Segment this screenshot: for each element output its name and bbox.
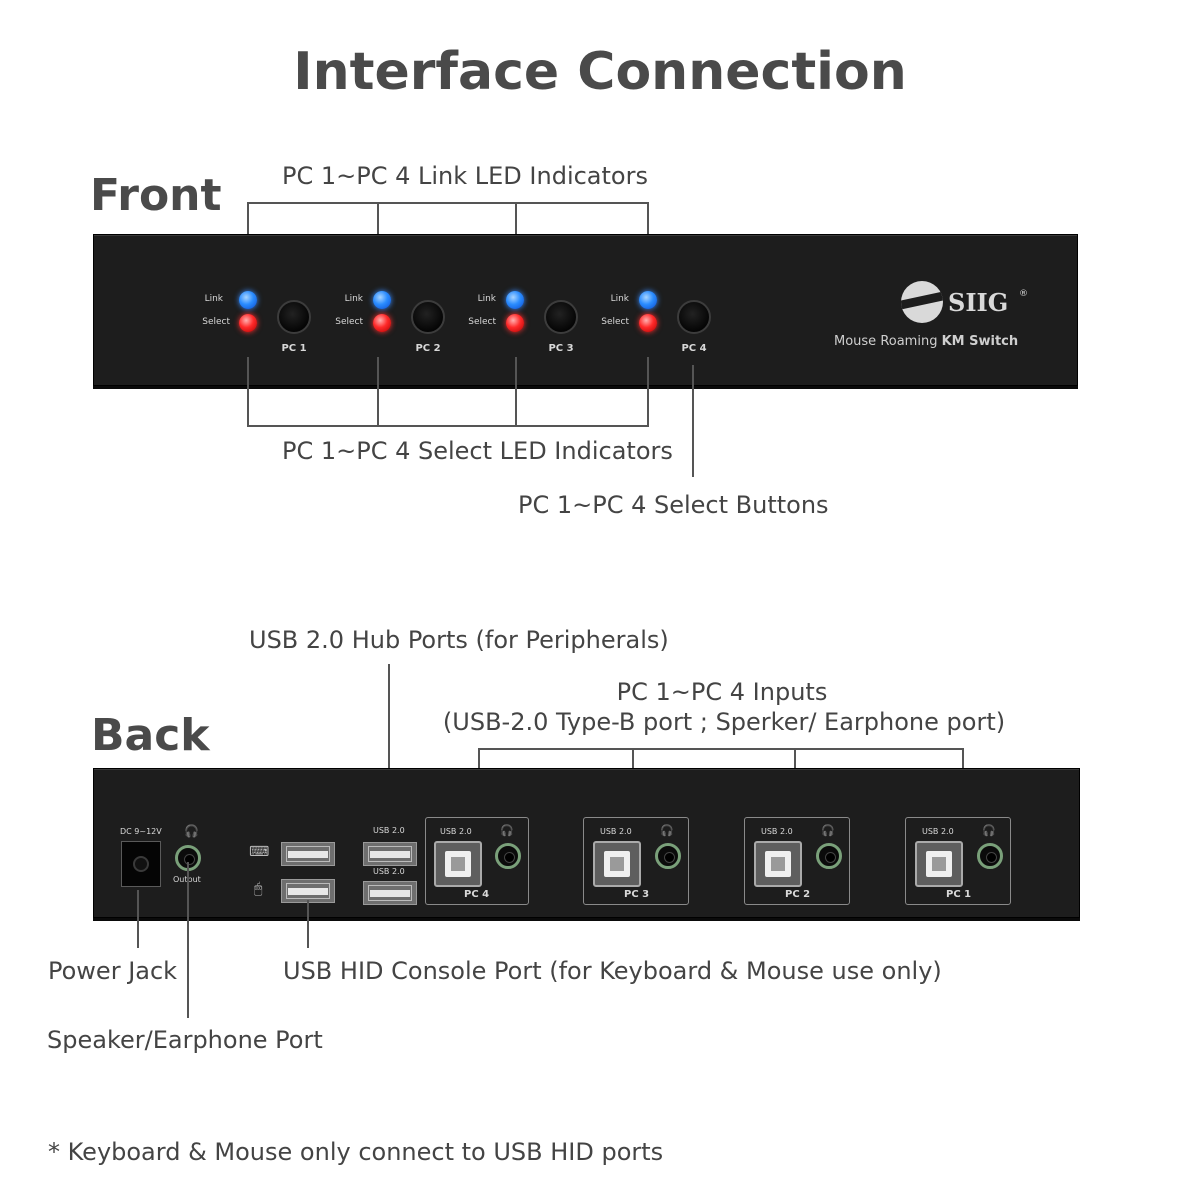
group-usb-label: USB 2.0 (600, 827, 632, 836)
siig-logo-icon (901, 281, 943, 323)
audio-port-pc1[interactable] (977, 843, 1003, 869)
select-bracket-leg-3 (515, 357, 517, 427)
hub-label-2: USB 2.0 (373, 867, 405, 876)
speaker-port-leader (187, 862, 189, 1018)
group-pc-label: PC 3 (624, 889, 650, 900)
inputs-bracket-top (478, 748, 964, 750)
led-label-link-4: Link (610, 294, 629, 304)
group-pc-label: PC 2 (785, 889, 811, 900)
callout-link-leds: PC 1~PC 4 Link LED Indicators (282, 162, 648, 190)
usb-b-port-pc1[interactable] (915, 841, 963, 887)
pc-input-group-pc4: USB 2.0 🎧 PC 4 (425, 817, 529, 905)
select-bracket-leg-1 (247, 357, 249, 427)
headphone-icon: 🎧 (184, 824, 199, 838)
callout-hid-console: USB HID Console Port (for Keyboard & Mou… (283, 957, 942, 985)
select-button-pc3[interactable] (544, 300, 578, 334)
led-label-select-2: Select (335, 317, 363, 327)
pc-input-group-pc2: USB 2.0 🎧 PC 2 (744, 817, 850, 905)
select-led-pc2 (373, 314, 391, 332)
footnote: * Keyboard & Mouse only connect to USB H… (48, 1138, 664, 1166)
usb-b-port-pc3[interactable] (593, 841, 641, 887)
dc-label: DC 9~12V (120, 827, 162, 836)
led-label-select-1: Select (202, 317, 230, 327)
button-label-pc3: PC 3 (548, 343, 574, 354)
group-usb-label: USB 2.0 (440, 827, 472, 836)
audio-port-pc2[interactable] (816, 843, 842, 869)
brand-registered-mark: ® (1019, 289, 1028, 299)
button-label-pc1: PC 1 (281, 343, 307, 354)
group-usb-label: USB 2.0 (761, 827, 793, 836)
headphone-icon: 🎧 (982, 824, 996, 837)
back-heading: Back (91, 710, 210, 761)
callout-power-jack: Power Jack (48, 957, 178, 985)
led-label-link-1: Link (204, 294, 223, 304)
mouse-icon: 🖱 (254, 881, 263, 897)
usb-b-port-pc2[interactable] (754, 841, 802, 887)
back-panel: DC 9~12V 🎧 Output ⌨ 🖱 USB 2.0 USB 2.0 US… (93, 768, 1080, 918)
link-led-pc2 (373, 291, 391, 309)
select-bracket-leg-4 (647, 357, 649, 427)
output-label: Output (173, 875, 201, 884)
usb-b-port-pc4[interactable] (434, 841, 482, 887)
select-button-pc1[interactable] (277, 300, 311, 334)
headphone-icon: 🎧 (500, 824, 514, 837)
pc-input-group-pc1: USB 2.0 🎧 PC 1 (905, 817, 1011, 905)
speaker-output-port[interactable] (175, 845, 201, 871)
hub-port-2[interactable] (363, 881, 417, 905)
power-jack[interactable] (121, 841, 161, 887)
select-buttons-leader (692, 365, 694, 477)
link-led-pc1 (239, 291, 257, 309)
select-button-pc2[interactable] (411, 300, 445, 334)
headphone-icon: 🎧 (660, 824, 674, 837)
button-label-pc4: PC 4 (681, 343, 707, 354)
keyboard-icon: ⌨ (249, 844, 270, 860)
front-heading: Front (90, 170, 222, 221)
headphone-icon: 🎧 (821, 824, 835, 837)
select-led-pc1 (239, 314, 257, 332)
audio-port-pc3[interactable] (655, 843, 681, 869)
led-label-link-3: Link (477, 294, 496, 304)
pc-input-group-pc3: USB 2.0 🎧 PC 3 (583, 817, 689, 905)
link-led-pc4 (639, 291, 657, 309)
select-button-pc4[interactable] (677, 300, 711, 334)
callout-hub-ports: USB 2.0 Hub Ports (for Peripherals) (249, 626, 669, 654)
callout-speaker-port: Speaker/Earphone Port (47, 1026, 323, 1054)
group-usb-label: USB 2.0 (922, 827, 954, 836)
page-title: Interface Connection (293, 42, 907, 102)
select-led-pc3 (506, 314, 524, 332)
callout-select-leds: PC 1~PC 4 Select LED Indicators (282, 437, 673, 465)
select-bracket-leg-2 (377, 357, 379, 427)
callout-select-buttons: PC 1~PC 4 Select Buttons (518, 491, 829, 519)
group-pc-label: PC 4 (464, 889, 490, 900)
hub-port-1[interactable] (363, 842, 417, 866)
group-pc-label: PC 1 (946, 889, 972, 900)
brand-logo-text: SIIG (948, 288, 1009, 317)
select-led-pc4 (639, 314, 657, 332)
led-label-select-3: Select (468, 317, 496, 327)
button-label-pc2: PC 2 (415, 343, 441, 354)
front-panel: Link Select PC 1 Link Select PC 2 Link S… (93, 234, 1078, 386)
hub-ports-leader (388, 664, 390, 790)
callout-pc-inputs-line1: PC 1~PC 4 Inputs (616, 678, 828, 706)
select-bracket-bottom (247, 425, 649, 427)
led-label-select-4: Select (601, 317, 629, 327)
callout-pc-inputs-line2: (USB-2.0 Type-B port ; Sperker/ Earphone… (442, 708, 1006, 736)
link-led-pc3 (506, 291, 524, 309)
audio-port-pc4[interactable] (495, 843, 521, 869)
hub-label-1: USB 2.0 (373, 826, 405, 835)
product-name: Mouse Roaming KM Switch (834, 334, 1019, 349)
hid-console-leader (307, 900, 309, 948)
hid-keyboard-port[interactable] (281, 842, 335, 866)
power-jack-leader (137, 890, 139, 948)
led-label-link-2: Link (344, 294, 363, 304)
link-bracket-top (247, 202, 649, 204)
